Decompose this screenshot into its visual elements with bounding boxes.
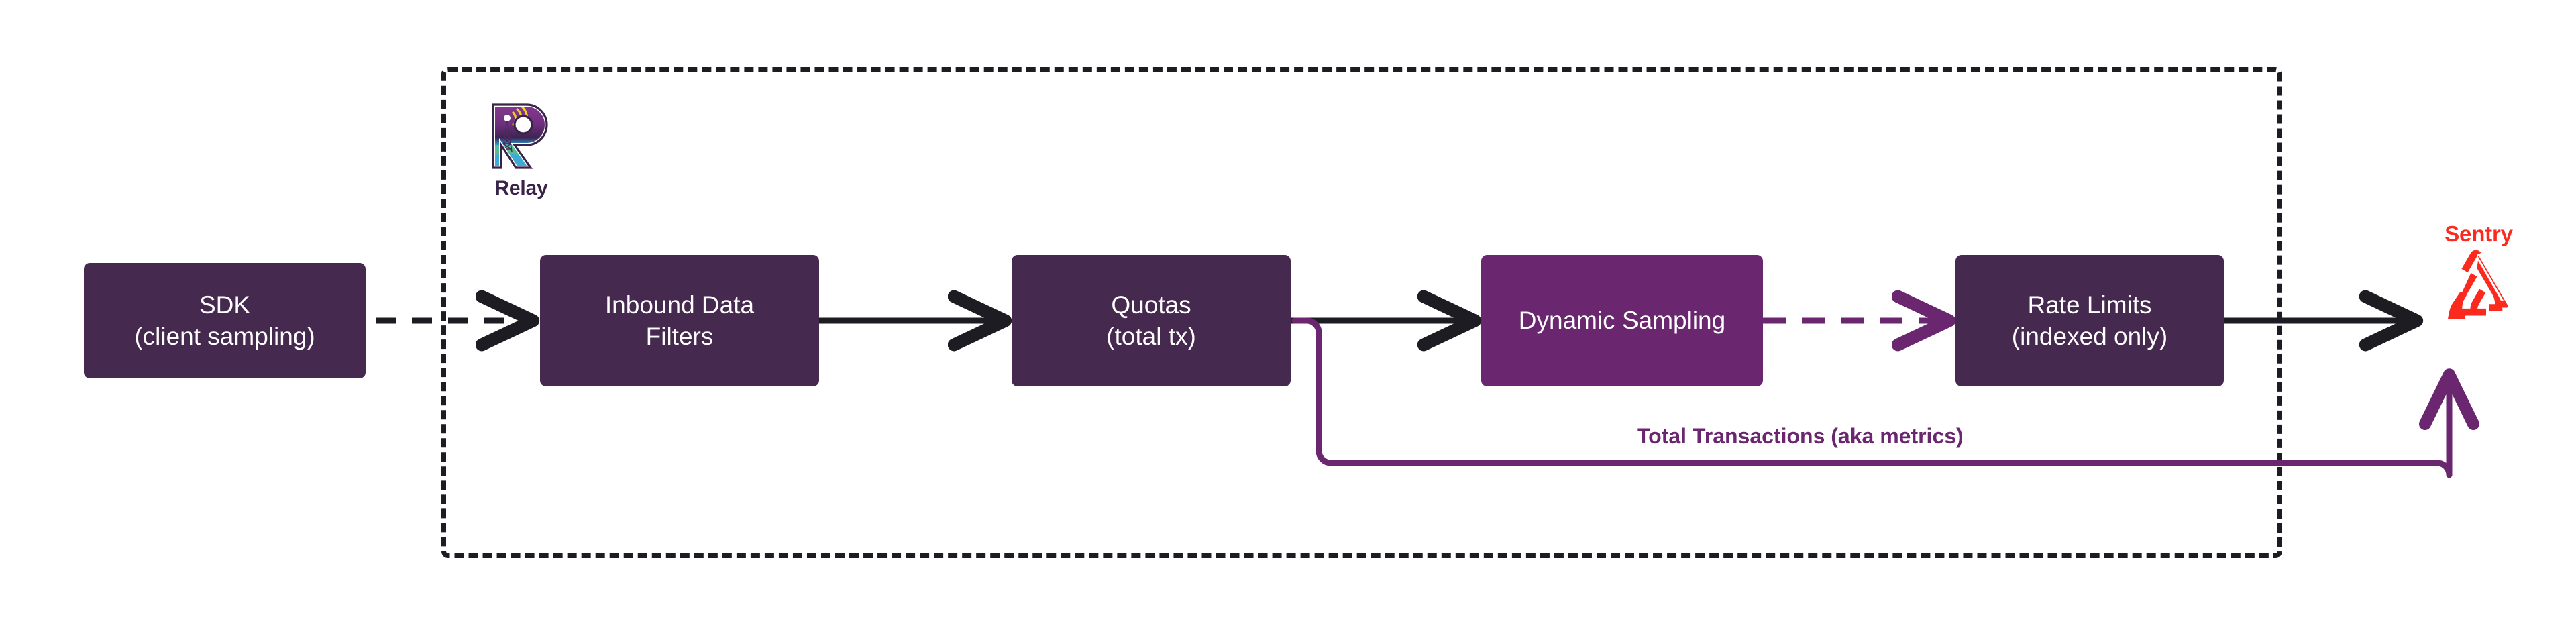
node-quotas-line2: (total tx) [1106, 323, 1196, 350]
node-filters-line1: Inbound Data [604, 290, 755, 319]
node-sdk[interactable]: SDK (client sampling) [84, 263, 366, 378]
node-sdk-line1: SDK [199, 290, 251, 319]
sentry-caption: Sentry [2445, 221, 2513, 246]
node-filters-line2: Filters [645, 323, 714, 350]
node-dynsamp-line1: Dynamic Sampling [1518, 307, 1726, 335]
node-ratelim-line1: Rate Limits [2027, 290, 2152, 319]
relay-boundary-box [441, 67, 2282, 558]
node-sdk-line2: (client sampling) [134, 323, 315, 350]
node-rate-limits[interactable]: Rate Limits (indexed only) [1955, 255, 2224, 386]
sentry-logo-icon [2448, 250, 2508, 319]
relay-logo-icon [491, 103, 549, 170]
node-quotas[interactable]: Quotas (total tx) [1012, 255, 1291, 386]
node-ratelim-line2: (indexed only) [2011, 323, 2168, 350]
node-inbound-data-filters[interactable]: Inbound Data Filters [540, 255, 819, 386]
node-dynamic-sampling[interactable]: Dynamic Sampling [1481, 255, 1763, 386]
node-quotas-line1: Quotas [1111, 290, 1191, 319]
relay-logo-block: Relay [478, 99, 565, 200]
relay-caption: Relay [494, 177, 548, 199]
sentry-sink-block: Sentry [2408, 221, 2549, 319]
metrics-path-label: Total Transactions (aka metrics) [1637, 424, 1964, 448]
